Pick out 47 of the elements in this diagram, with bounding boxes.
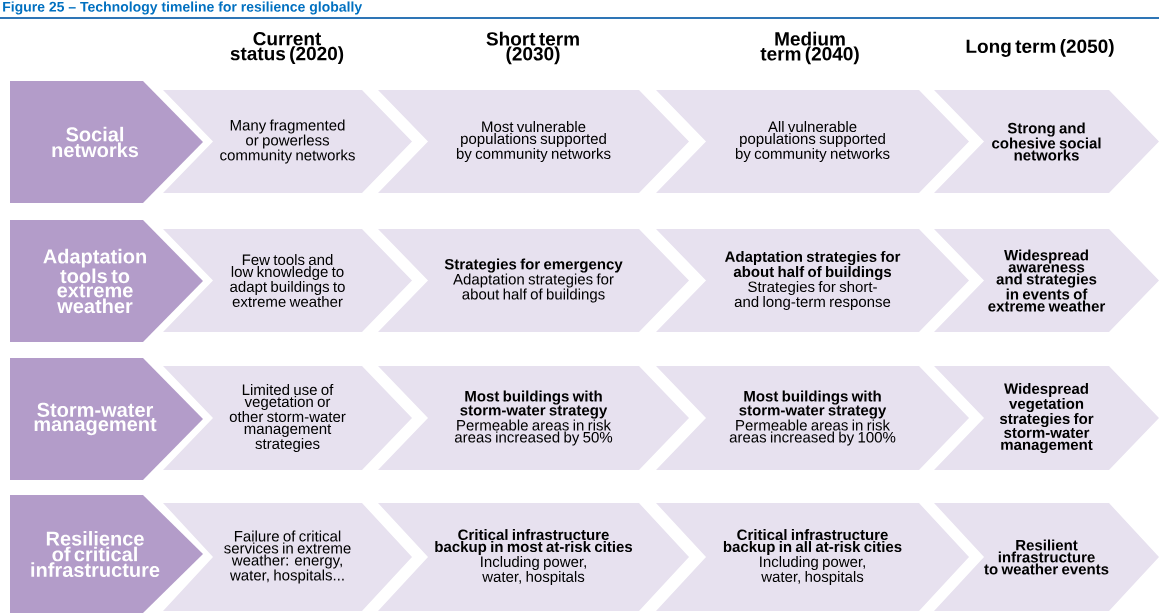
milestone-panel: All vulnerable populations supported by community networks [656,90,969,193]
category-panel: Resilience of critical infrastructure [10,495,203,613]
node-label: Including power, water, hospitals [481,556,586,585]
milestone-panel: Adaptation strategies for about half of buildings Strategies for short- and long-term response [656,229,969,332]
column-heading: Long term (2050) [966,39,1114,57]
node-label: Most buildings with storm-water strategy [460,390,608,419]
node-label: Failure of critical services in extreme weather: energy, water, hospitals... [224,530,351,584]
milestone-panel: Most vulnerable populations supported by community networks [378,90,689,193]
column-heading: Current status (2020) [230,31,344,65]
node-label: Widespread awareness and strategies in events of extreme weather [988,249,1106,312]
category-panel: Storm-water management [10,358,203,480]
column-heading: Short term (2030) [486,31,579,65]
milestone-panel: Widespread vegetation strategies for storm-water management [934,366,1159,470]
node-label: Strategies for short- and long-term response [734,281,891,311]
milestone-panel: Limited use of vegetation or other storm-water management strategies [163,366,412,470]
node-label: Widespread vegetation strategies for storm-water management [999,382,1094,454]
node-label: All vulnerable populations supported by community networks [735,121,890,162]
node-label: Most buildings with storm-water strategy [739,390,887,419]
node-label: Adaptation strategies for about half of buildings [453,273,614,303]
milestone-panel: Most buildings with storm-water strategy Permeable areas in risk areas increased by 50% [378,366,689,470]
milestone-panel: Strategies for emergency Adaptation strategies for about half of buildings [378,229,689,332]
milestone-panel: Widespread awareness and strategies in events of extreme weather [934,229,1159,332]
category-panel: Social networks [10,81,203,203]
node-label: Critical infrastructure backup in all at-risk cities [723,529,902,556]
figure-title: Figure 25 – Technology timeline for resilience globally [3,1,363,15]
category-panel: Adaptation tools to extreme weather [10,220,203,342]
node-label: Adaptation strategies for about half of buildings [724,250,901,281]
node-label: Resilient infrastructure to weather events [984,539,1109,575]
node-label: Including power, water, hospitals [760,556,865,585]
milestone-panel: Resilient infrastructure to weather events [934,503,1159,611]
node-label: Strategies for emergency [444,258,623,273]
milestone-panel: Failure of critical services in extreme weather: energy, water, hospitals... [163,503,412,611]
milestone-panel: Critical infrastructure backup in all at-risk cities Including power, water, hospitals [656,503,969,611]
node-label: Limited use of vegetation or other storm-water management strategies [229,384,346,452]
milestone-panel: Many fragmented or powerless community networks [163,90,412,193]
node-label: Critical infrastructure backup in most at-risk cities [435,529,633,556]
milestone-panel: Critical infrastructure backup in most at-risk cities Including power, water, hospitals [378,503,689,611]
milestone-panel: Few tools and low knowledge to adapt buildings to extreme weather [163,229,412,332]
node-label: Many fragmented or powerless community networks [220,119,355,164]
milestone-panel: Most buildings with storm-water strategy Permeable areas in risk areas increased by 100% [656,366,969,470]
node-label: Few tools and low knowledge to adapt buildings to extreme weather [230,254,345,307]
node-label: Permeable areas in risk areas increased by 50% [454,419,613,446]
column-heading: Medium term (2040) [760,31,859,65]
node-label: Strong and cohesive social networks [992,122,1101,161]
milestone-panel: Strong and cohesive social networks [934,90,1159,193]
node-label: Permeable areas in risk areas increased by 100% [729,419,896,446]
node-label: Most vulnerable populations supported by community networks [456,121,611,162]
